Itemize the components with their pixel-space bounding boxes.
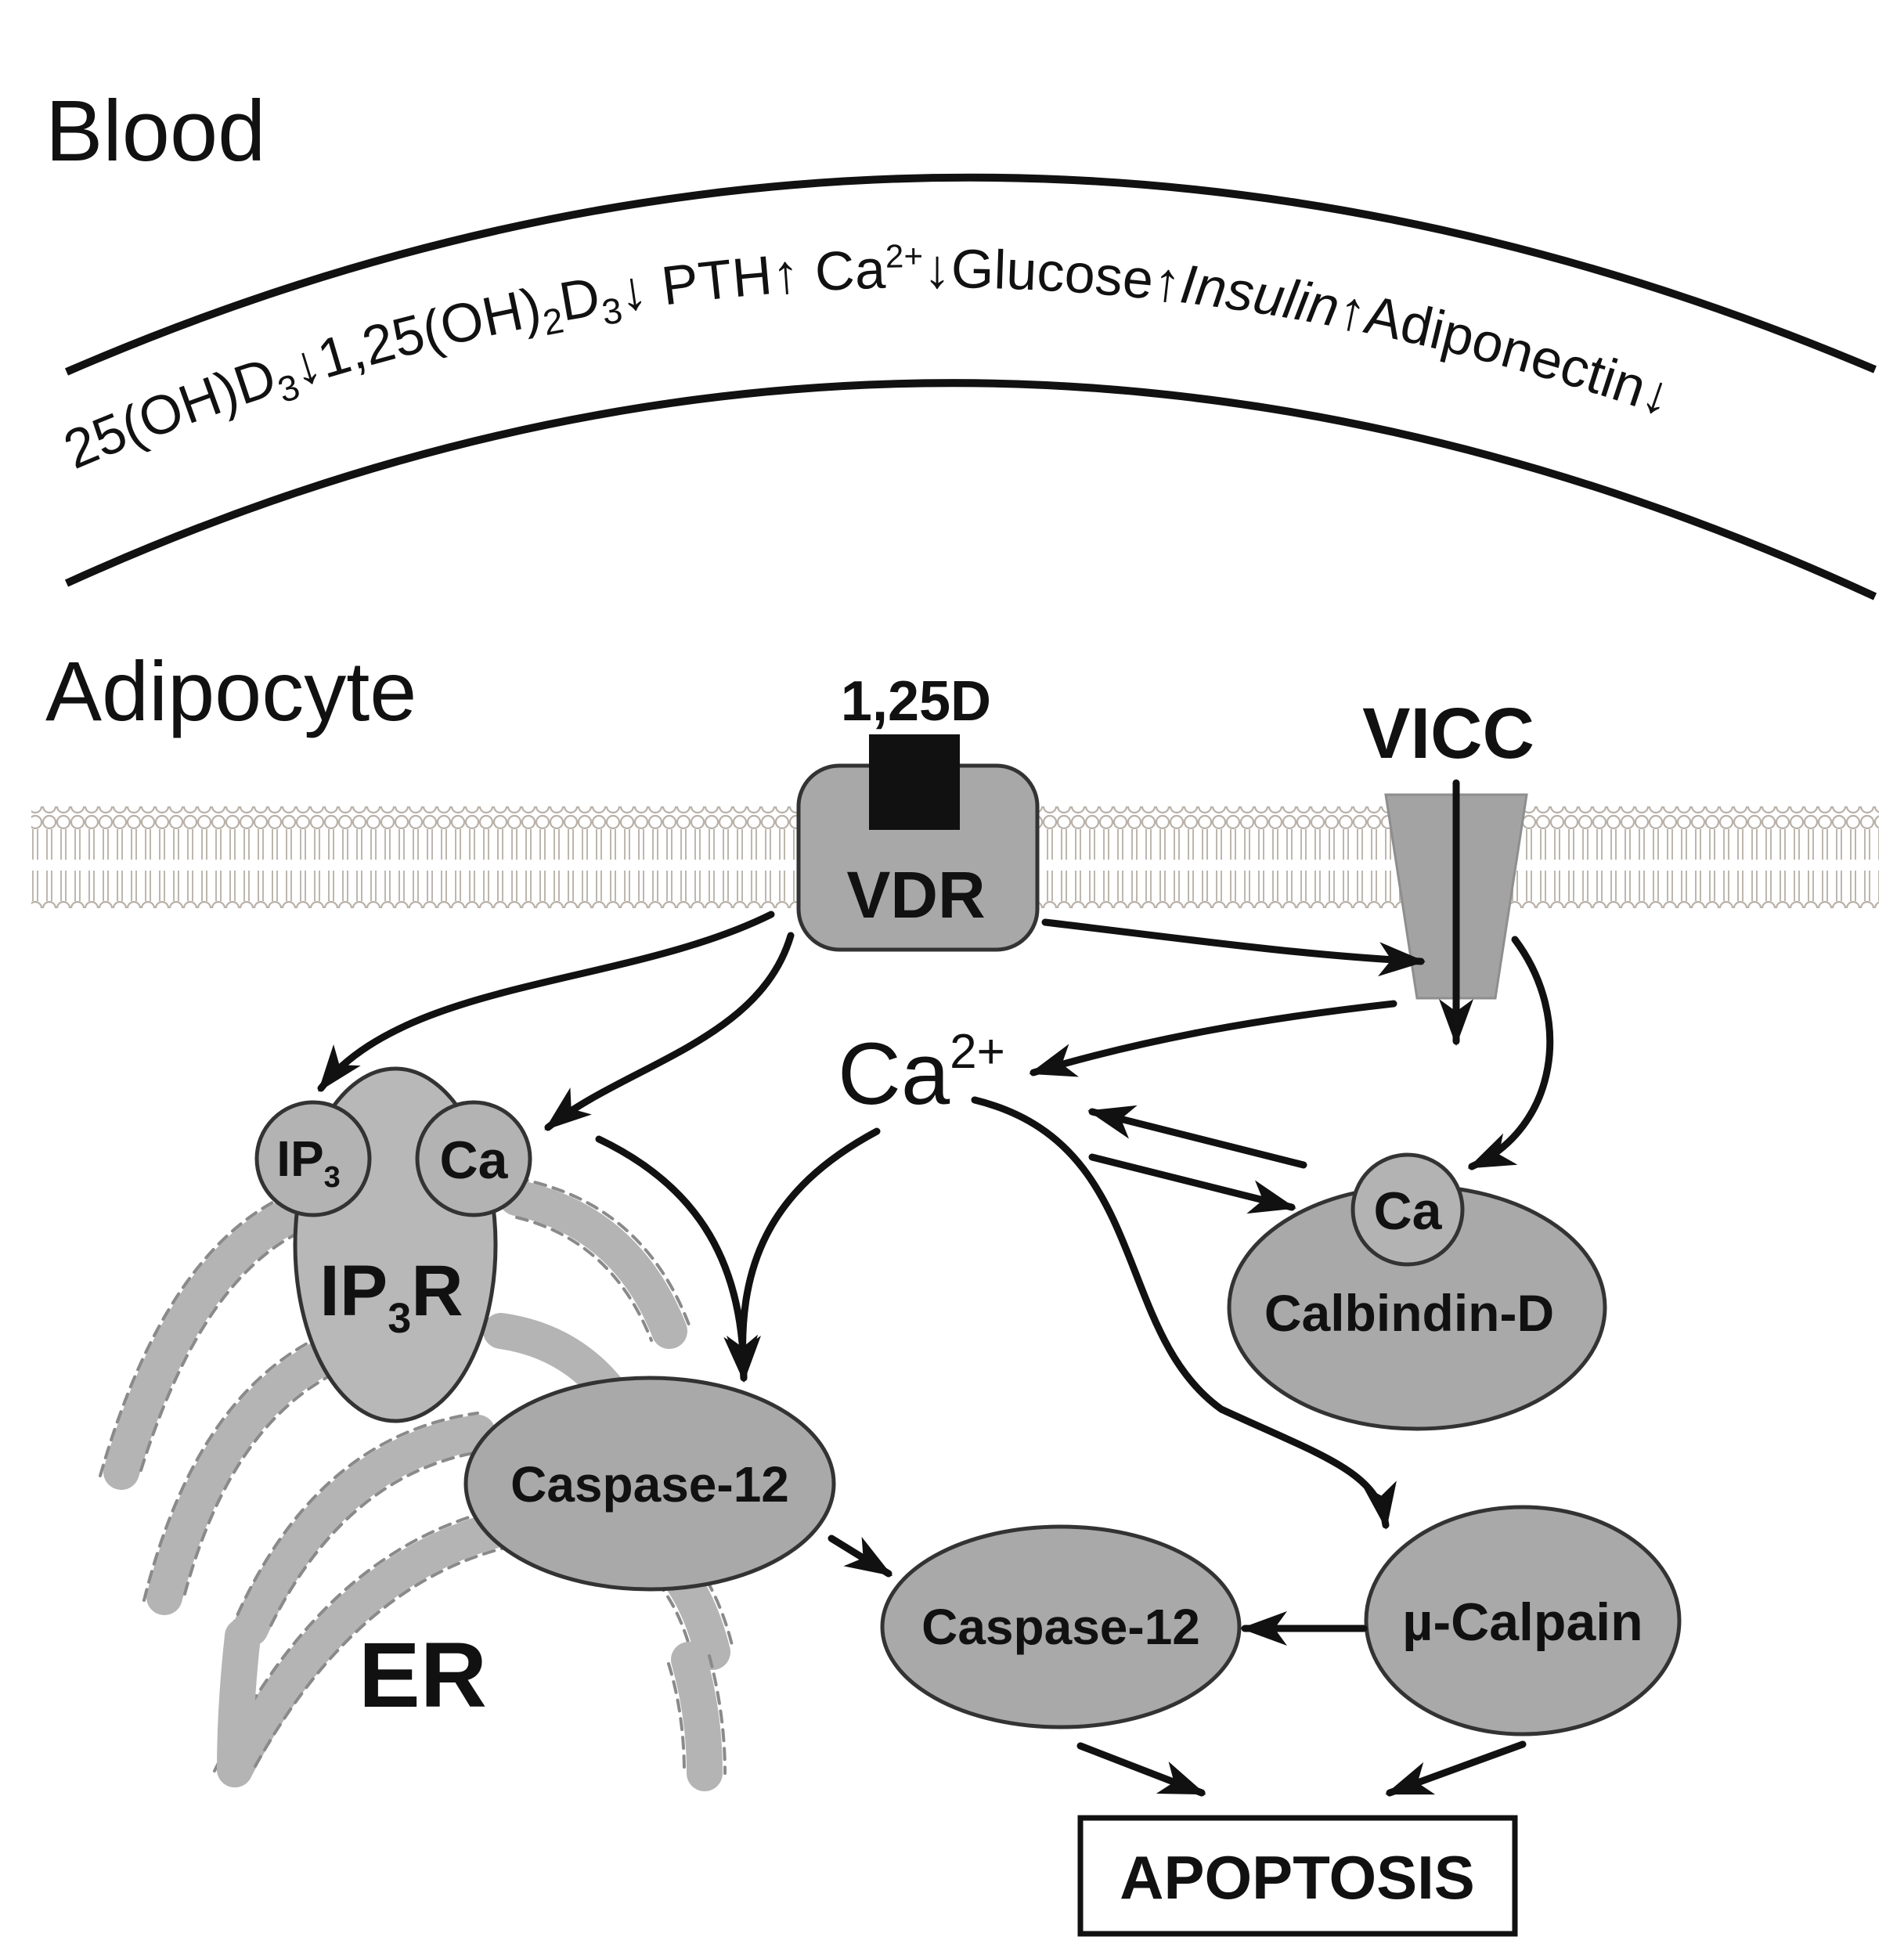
arrow-caspase-er-to-caspase-cyto bbox=[828, 1534, 893, 1578]
calbindin-ca-label: Ca bbox=[1374, 1181, 1443, 1241]
caspase-12-cytosol-label: Caspase-12 bbox=[921, 1599, 1200, 1655]
arrow-up-icon: ↑ bbox=[1150, 250, 1185, 313]
er-label: ER bbox=[359, 1624, 487, 1727]
arrow-calcium-to-caspase-er bbox=[723, 1127, 881, 1383]
ligand-label: 1,25D bbox=[841, 670, 991, 733]
arrow-calcium-to-calbindin bbox=[1088, 1153, 1296, 1214]
vessel-wall-outer bbox=[65, 173, 1877, 376]
arrow-ip3r-ca-to-caspase-er bbox=[595, 1135, 761, 1383]
adipocyte-label: Adipocyte bbox=[45, 644, 416, 738]
caspase-12-cytosol bbox=[880, 1524, 1242, 1729]
calbindin-label: Calbindin-D bbox=[1264, 1284, 1554, 1342]
arrow-down-icon: ↓ bbox=[615, 256, 666, 323]
marker-glucose: Glucose bbox=[950, 238, 1156, 311]
arrow-down-icon: ↓ bbox=[923, 238, 950, 299]
signaling-arrows bbox=[317, 911, 1554, 1797]
calcium-ion-text: Ca bbox=[838, 1025, 950, 1123]
arrow-up-icon: ↑ bbox=[770, 241, 817, 305]
caspase-12-er bbox=[463, 1376, 836, 1592]
arrow-vdr-to-vicc bbox=[1041, 918, 1426, 977]
ip3-binding-site bbox=[254, 1100, 372, 1217]
calcium-ion-charge: 2+ bbox=[950, 1025, 1005, 1079]
marker-pth: PTH bbox=[658, 244, 774, 316]
arrow-calcium-to-calpain bbox=[971, 1096, 1397, 1530]
arrow-calpain-to-apoptosis bbox=[1385, 1740, 1527, 1797]
arrow-vdr-to-ip3r-ca bbox=[544, 932, 795, 1131]
mu-calpain-label: µ-Calpain bbox=[1402, 1592, 1643, 1652]
mu-calpain bbox=[1364, 1505, 1682, 1736]
apoptosis-label: APOPTOSIS bbox=[1120, 1843, 1475, 1912]
ligand-square bbox=[869, 734, 960, 830]
caspase-12-er-label: Caspase-12 bbox=[510, 1456, 789, 1513]
ip3r-ca-binding-site bbox=[415, 1100, 532, 1217]
vicc-label: VICC bbox=[1362, 694, 1534, 774]
marker-adiponectin: Adiponectin bbox=[1360, 283, 1654, 418]
arrow-vicc-to-calbindin bbox=[1467, 936, 1554, 1170]
ip3r-label: IP3R bbox=[319, 1251, 463, 1342]
marker-125ohd3: 1,25(OH) bbox=[311, 276, 546, 390]
arrow-vdr-to-ip3 bbox=[317, 911, 775, 1092]
arrow-vicc-to-calcium bbox=[1029, 1000, 1397, 1077]
vdr-label: VDR bbox=[846, 858, 985, 932]
arrow-calbindin-to-calcium bbox=[1087, 1105, 1307, 1169]
marker-insulin: Insulin bbox=[1177, 253, 1344, 338]
marker-calcium: Ca bbox=[813, 239, 886, 303]
arrow-caspase-cyto-to-apoptosis bbox=[1076, 1742, 1206, 1797]
blood-label: Blood bbox=[45, 83, 265, 179]
ip3r-ca-label: Ca bbox=[440, 1131, 509, 1190]
calbindin-ca-binding-site bbox=[1350, 1152, 1465, 1267]
ip3-label: IP3 bbox=[276, 1131, 341, 1194]
vessel-wall-inner bbox=[64, 379, 1877, 600]
marker-calcium-sup: 2+ bbox=[885, 237, 923, 275]
calcium-ion-label: Ca2+ bbox=[838, 1025, 1005, 1123]
apoptosis-box bbox=[1077, 1815, 1518, 1937]
